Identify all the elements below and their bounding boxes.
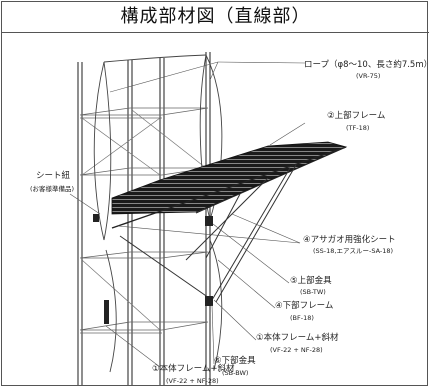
scaffold-ledgers — [79, 107, 209, 334]
upper-frame-code: (TF-18) — [346, 124, 369, 132]
upper-frame-label: ②上部フレーム — [327, 110, 385, 121]
upper-fitting-label: ⑤上部金具 — [290, 275, 332, 286]
lower-frame-struts — [119, 164, 297, 303]
scaffold-braces — [81, 109, 207, 331]
diagram-title: 構成部材図（直線部） — [2, 2, 429, 33]
sheet-cord-code: (お客様準備品) — [30, 184, 74, 193]
protection-sheet — [111, 141, 348, 215]
rope-code: (VR-75) — [356, 72, 380, 80]
rope-label: ロープ（φ8～10、長さ約7.5m） — [304, 59, 431, 70]
main-frame-right-label: ①本体フレーム+斜材 — [256, 332, 339, 343]
leader-lines — [69, 61, 306, 368]
fittings — [93, 214, 213, 324]
lower-frame-label: ④下部フレーム — [275, 300, 333, 311]
upper-frame-bar — [111, 146, 347, 229]
sheet-code: (SS-18,エアスルー-SA-18) — [313, 247, 393, 255]
lower-fitting-label: ⑥下部金具 — [214, 355, 256, 366]
lower-frame-code: (BF-18) — [290, 314, 314, 322]
main-frame-bottom-code: (VF-22 + NF-28) — [166, 377, 219, 385]
lower-fitting-code: (SB-BW) — [222, 369, 248, 377]
sheet-cord-label: シート紐 — [36, 170, 71, 181]
main-frame-right-code: (VF-22 + NF-28) — [270, 346, 323, 354]
sheet-label: ④アサガオ用強化シート — [303, 234, 396, 245]
main-frame-bottom-label: ①本体フレーム+斜材 — [152, 363, 235, 374]
upper-fitting-code: (SB-TW) — [300, 288, 326, 296]
